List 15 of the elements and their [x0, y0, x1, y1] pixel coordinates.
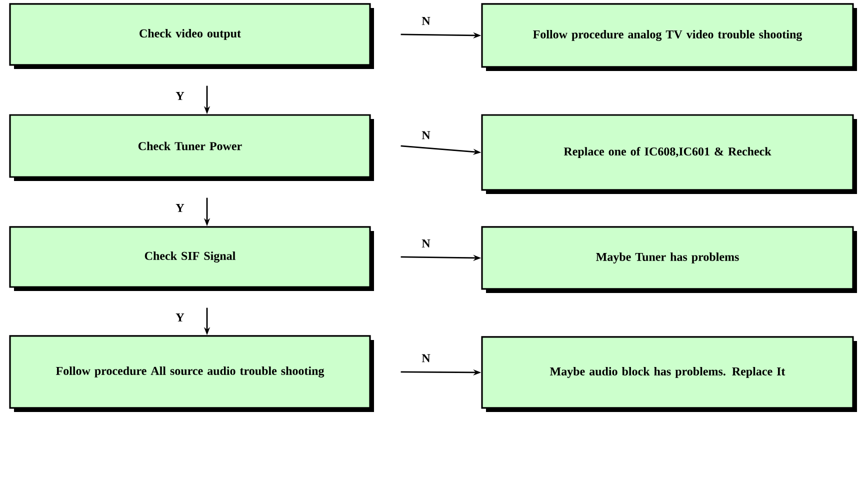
- process-box: Maybe audio block has problems. Replace It: [481, 336, 857, 412]
- edge-label: N: [420, 16, 432, 26]
- process-box: Maybe Tuner has problems: [481, 226, 857, 293]
- process-box: Follow procedure All source audio trouble shooting: [9, 335, 374, 412]
- edge-label: Y: [174, 312, 186, 322]
- process-box: Check video output: [9, 3, 374, 69]
- process-box: Check Tuner Power: [9, 114, 374, 181]
- edge-label: N: [420, 353, 432, 364]
- edge-label: N: [420, 238, 432, 248]
- process-box: Follow procedure analog TV video trouble shooting: [481, 3, 857, 71]
- edge-label: Y: [174, 91, 186, 101]
- edge-label: N: [420, 130, 432, 140]
- edge-label: Y: [174, 203, 186, 213]
- process-box: Check SIF Signal: [9, 226, 374, 291]
- process-box: Replace one of IC608,IC601 & Recheck: [481, 114, 857, 194]
